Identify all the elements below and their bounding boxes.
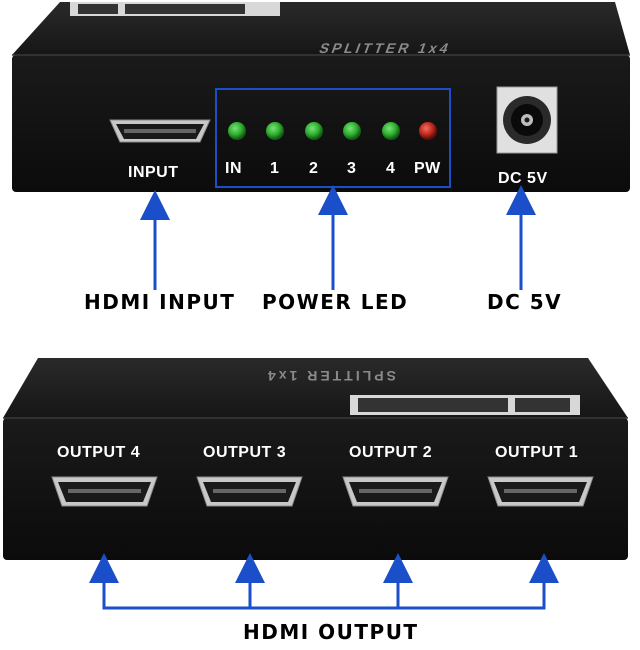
callout-hdmi-input: HDMI INPUT: [84, 290, 236, 314]
led-label-in: IN: [225, 160, 242, 177]
output-label-3: OUTPUT 3: [203, 444, 287, 461]
bottom-model-text: SPLITTER 1x4: [265, 368, 396, 384]
top-device-face: [12, 55, 630, 192]
hdmi-input-port: [109, 119, 211, 143]
led-4: [382, 122, 400, 140]
callout-hdmi-output: HDMI OUTPUT: [243, 620, 419, 644]
led-row: [228, 122, 437, 140]
hdmi-output-port-2: [342, 476, 449, 507]
input-label: INPUT: [128, 164, 179, 181]
hdmi-output-port-3: [196, 476, 303, 507]
top-model-text: SPLITTER 1x4: [317, 40, 454, 56]
output-label-2: OUTPUT 2: [349, 444, 433, 461]
led-label-1: 1: [270, 160, 280, 177]
hdmi-output-port-1: [487, 476, 594, 507]
dc-label: DC 5V: [498, 170, 548, 187]
bottom-device: [3, 358, 628, 560]
led-1: [266, 122, 284, 140]
dc-jack: [496, 86, 558, 154]
led-label-2: 2: [309, 160, 319, 177]
led-label-4: 4: [386, 160, 396, 177]
bottom-callout-bracket: [89, 553, 559, 610]
hdmi-output-port-4: [51, 476, 158, 507]
callout-power-led: POWER LED: [262, 290, 409, 314]
led-pw: [419, 122, 437, 140]
led-label-pw: PW: [414, 160, 441, 177]
led-label-3: 3: [347, 160, 357, 177]
output-label-1: OUTPUT 1: [495, 444, 579, 461]
top-callout-arrows: [140, 185, 536, 290]
led-3: [343, 122, 361, 140]
bottom-device-face: [3, 418, 628, 560]
output-label-4: OUTPUT 4: [57, 444, 141, 461]
led-2: [305, 122, 323, 140]
led-in: [228, 122, 246, 140]
callout-dc-5v: DC 5V: [487, 290, 563, 314]
top-device: [12, 2, 630, 192]
